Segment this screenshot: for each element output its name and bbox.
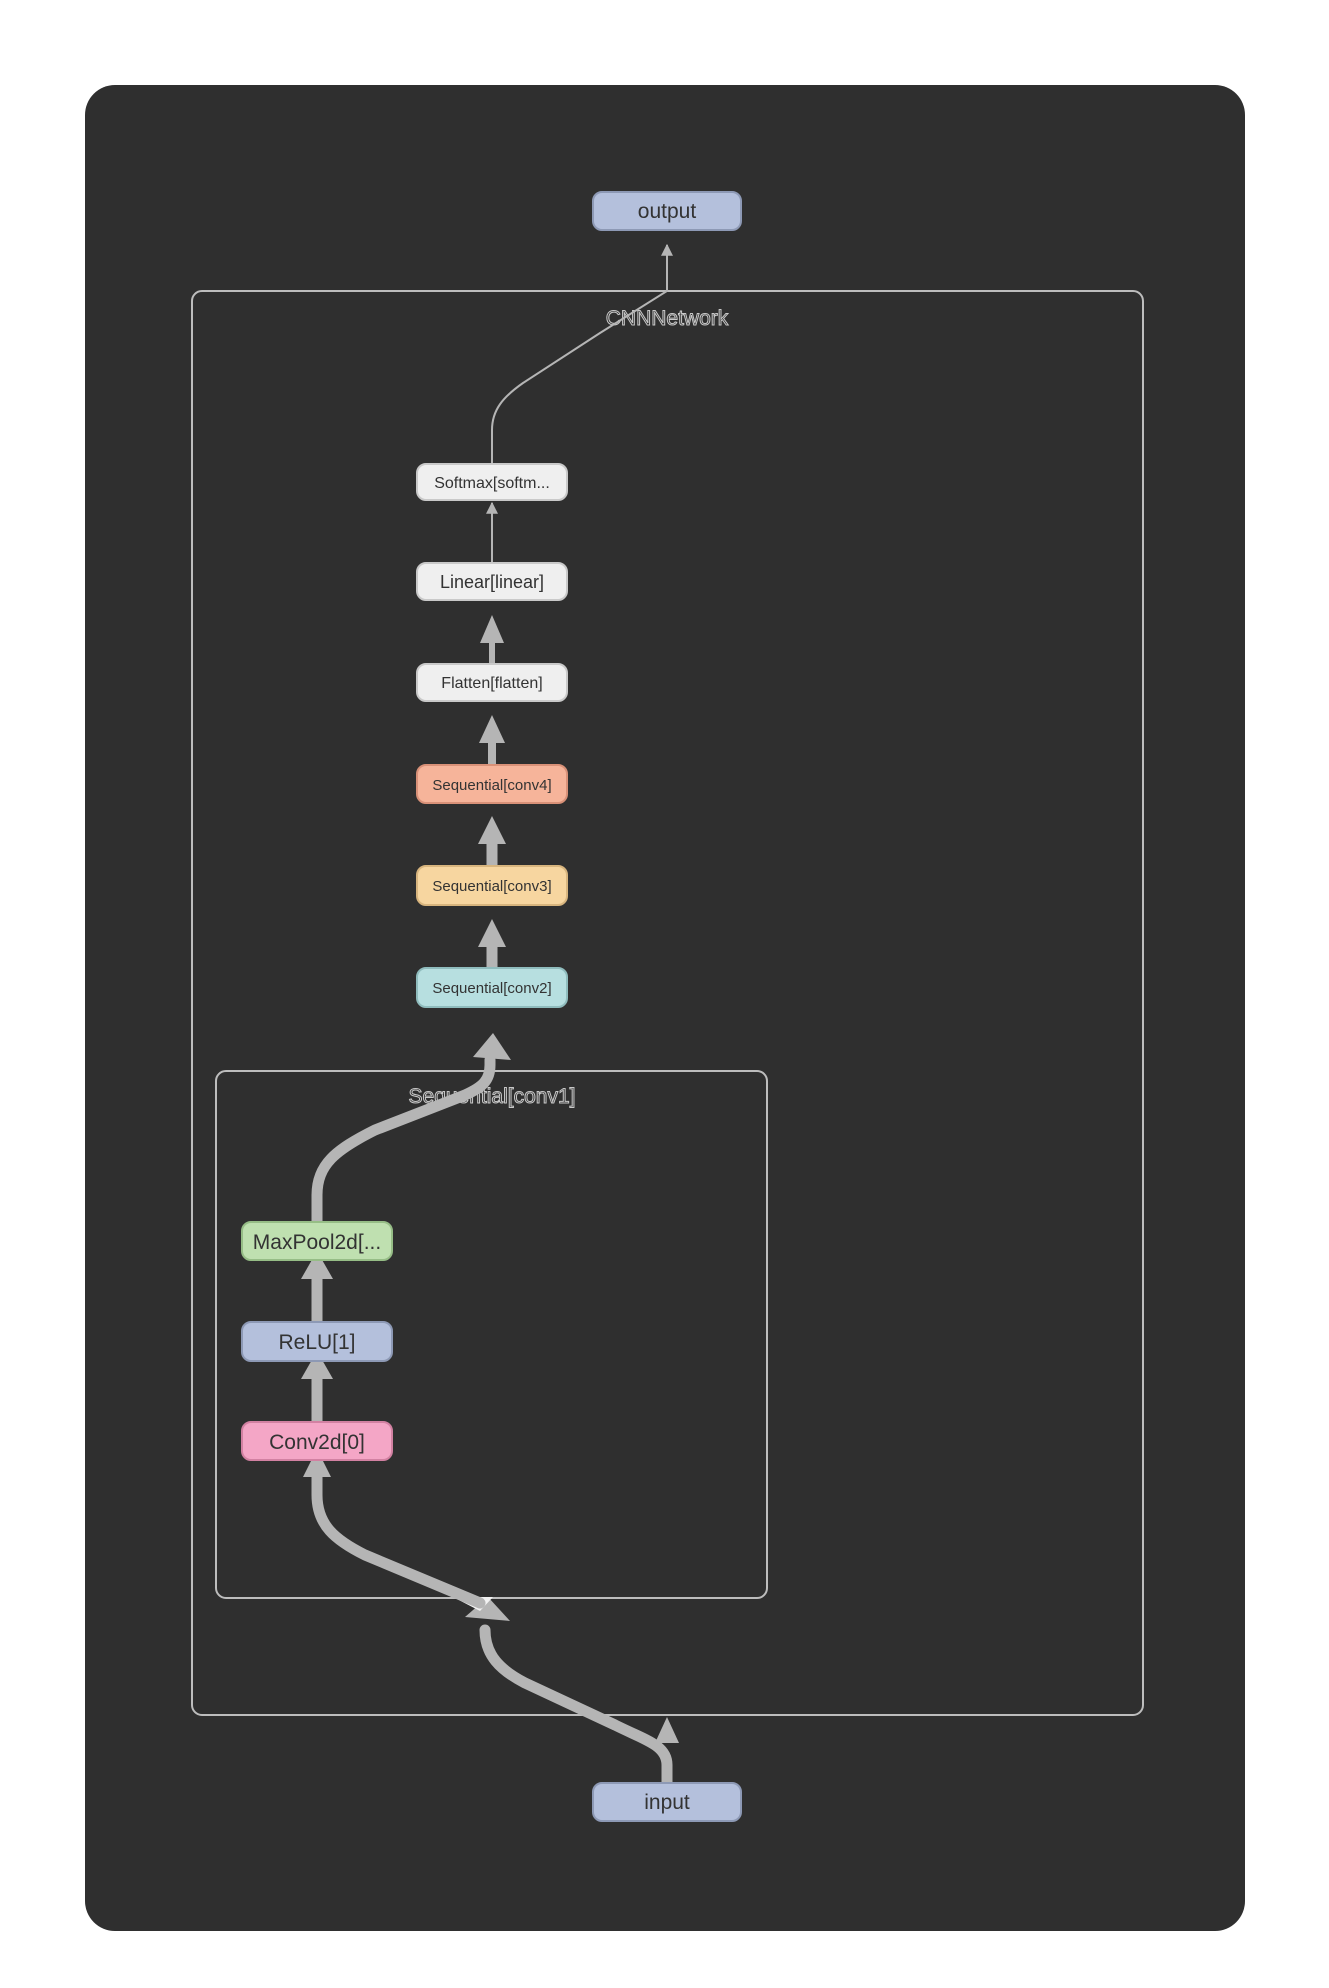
node-input-label: input (644, 1791, 690, 1814)
edge-input-to-split (479, 1624, 673, 1790)
edges (301, 243, 679, 1790)
node-maxpool2d-label: MaxPool2d[... (253, 1231, 381, 1254)
node-sequential-conv4-box (416, 764, 568, 804)
node-sequential-conv2-box (416, 967, 568, 1008)
node-input-box (592, 1782, 742, 1822)
edge-arrowhead (303, 1449, 331, 1477)
node-output-box (592, 191, 742, 231)
edge-arrowhead (480, 615, 504, 643)
edge-softmax-to-output (491, 243, 673, 464)
node-flatten-box (416, 663, 568, 702)
node-linear-box (416, 562, 568, 601)
graph-canvas: CNNNetwork Sequential[conv1] (85, 85, 1245, 1931)
node-sequential-conv3-box (416, 865, 568, 906)
edge-maxpool-to-conv2 (311, 1054, 496, 1229)
node-sequential-conv2[interactable]: Sequential[conv2] (416, 967, 568, 1008)
node-softmax-box (416, 463, 568, 501)
node-relu-label: ReLU[1] (278, 1331, 355, 1354)
node-flatten[interactable]: Flatten[flatten] (416, 663, 568, 702)
node-maxpool2d-box (241, 1221, 393, 1261)
group-cnnnetwork-border (191, 290, 1144, 1716)
node-maxpool2d[interactable]: MaxPool2d[... (241, 1221, 393, 1261)
edge-arrowhead (478, 816, 506, 844)
node-sequential-conv4-label: Sequential[conv4] (432, 777, 551, 794)
node-conv2d-label: Conv2d[0] (269, 1431, 365, 1454)
node-sequential-conv3[interactable]: Sequential[conv3] (416, 865, 568, 906)
node-softmax-label: Softmax[softm... (434, 475, 550, 492)
node-linear[interactable]: Linear[linear] (416, 562, 568, 601)
network-graph: CNNNetwork Sequential[conv1] (191, 191, 1144, 1822)
node-sequential-conv3-label: Sequential[conv3] (432, 878, 551, 895)
node-softmax[interactable]: Softmax[softm... (416, 463, 568, 501)
node-conv2d-box (241, 1421, 393, 1461)
node-output-label: output (638, 200, 697, 223)
node-conv2d[interactable]: Conv2d[0] (241, 1421, 393, 1461)
edge-arrowhead (478, 919, 506, 947)
node-output[interactable]: output (592, 191, 742, 231)
edge-split-to-conv2d (311, 1471, 486, 1609)
node-linear-label: Linear[linear] (440, 572, 544, 592)
edge-arrowhead (301, 1251, 333, 1279)
group-cnnnetwork-label: CNNNetwork (606, 307, 729, 330)
group-cnnnetwork[interactable]: CNNNetwork (191, 290, 1144, 1716)
node-relu[interactable]: ReLU[1] (241, 1321, 393, 1362)
node-relu-box (241, 1321, 393, 1362)
edge-arrowhead (473, 1033, 511, 1060)
edge-arrowhead (465, 1597, 510, 1621)
edge-arrowhead (301, 1351, 333, 1379)
node-sequential-conv2-label: Sequential[conv2] (432, 980, 551, 997)
node-flatten-label: Flatten[flatten] (441, 675, 542, 692)
node-sequential-conv4[interactable]: Sequential[conv4] (416, 764, 568, 804)
edge-arrowhead (479, 715, 505, 743)
node-input[interactable]: input (592, 1782, 742, 1822)
edge-arrowhead (655, 1717, 679, 1743)
